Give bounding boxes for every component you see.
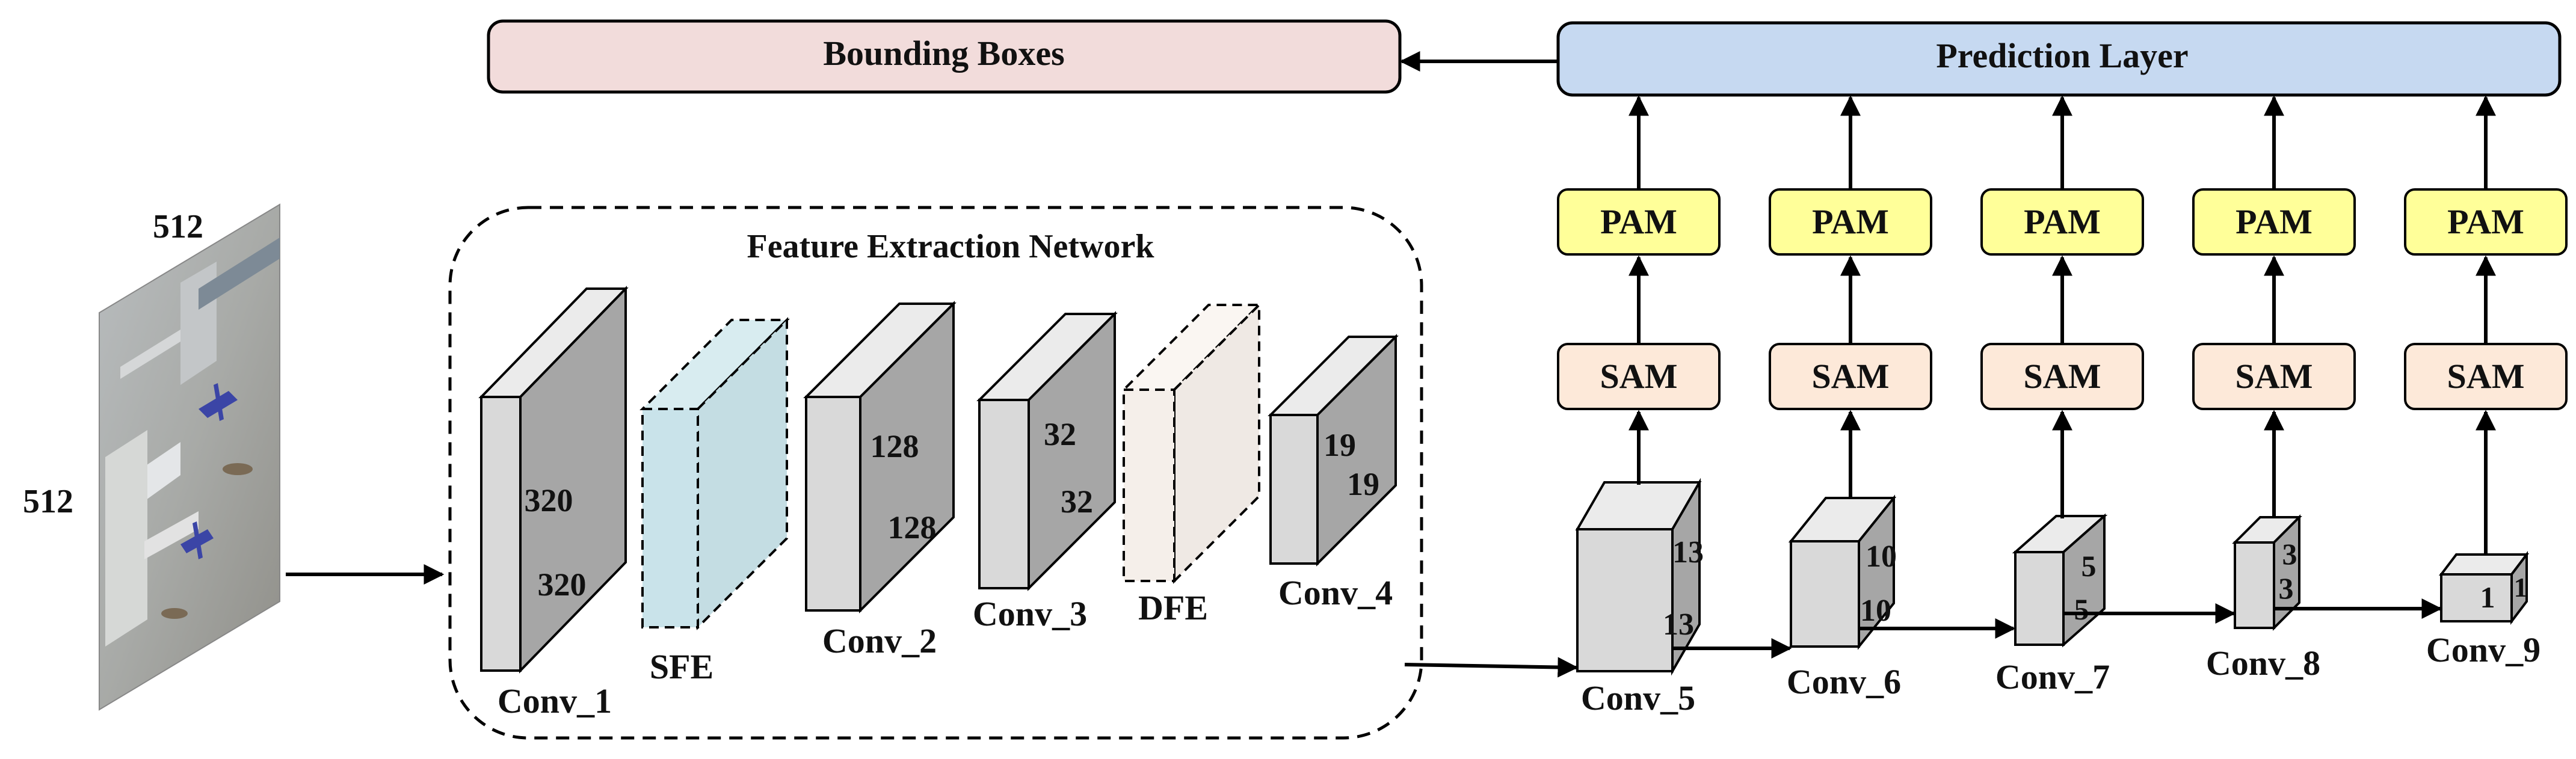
arrow-network-to-conv5 xyxy=(1404,657,1579,678)
sam-label-4: SAM xyxy=(2236,357,2313,396)
conv-1-dim-1: 320 xyxy=(525,482,573,518)
conv-8-dim-1: 3 xyxy=(2282,537,2297,571)
bounding-boxes-block: Bounding Boxes xyxy=(487,19,1402,94)
conv-6-dim-2: 10 xyxy=(1860,594,1891,628)
conv-5-dim-2: 13 xyxy=(1663,607,1694,642)
conv-8-label: Conv_8 xyxy=(2206,644,2320,683)
conv-1-label: Conv_1 xyxy=(498,681,612,721)
feature-extraction-network: Feature Extraction Network xyxy=(448,206,1423,740)
column-5: SAM PAM xyxy=(2404,95,2568,410)
prediction-layer-block: Prediction Layer xyxy=(1556,21,2562,97)
conv-7-block: 5 5 Conv_7 xyxy=(1995,410,2110,696)
conv-7-dim-1: 5 xyxy=(2081,549,2097,583)
conv-6-block: 10 10 Conv_6 xyxy=(1787,410,1901,701)
pam-label-2: PAM xyxy=(1812,202,1889,241)
bounding-boxes-label: Bounding Boxes xyxy=(823,34,1064,73)
pam-label-4: PAM xyxy=(2236,202,2313,241)
sam-label-2: SAM xyxy=(1812,357,1890,396)
conv-3-label: Conv_3 xyxy=(973,594,1087,633)
conv-7-dim-2: 5 xyxy=(2074,592,2089,626)
conv-1-dim-2: 320 xyxy=(538,567,587,603)
column-3: SAM PAM xyxy=(1980,95,2144,410)
conv-3-block: 32 32 Conv_3 xyxy=(973,311,1118,633)
conv-6-label: Conv_6 xyxy=(1787,662,1901,701)
conv-4-block: 19 19 Conv_4 xyxy=(1268,334,1399,612)
conv-1-block: 320 320 Conv_1 xyxy=(478,286,629,721)
conv-9-dim-2: 1 xyxy=(2514,572,2528,603)
input-image: 512 512 xyxy=(23,203,280,711)
conv-3-dim-1: 32 xyxy=(1044,416,1076,452)
prediction-layer-label: Prediction Layer xyxy=(1936,36,2188,75)
conv-2-label: Conv_2 xyxy=(822,621,937,660)
conv-9-dim-1: 1 xyxy=(2480,580,2495,614)
conv-4-dim-1: 19 xyxy=(1323,427,1356,463)
sam-label-5: SAM xyxy=(2447,357,2525,396)
conv-4-label: Conv_4 xyxy=(1278,573,1393,612)
conv-5-block: 13 13 Conv_5 xyxy=(1575,410,1704,718)
column-2: SAM PAM xyxy=(1769,95,1932,410)
conv-8-block: 3 3 Conv_8 xyxy=(2206,410,2320,683)
pam-label-5: PAM xyxy=(2447,202,2524,241)
conv-8-dim-2: 3 xyxy=(2279,571,2294,605)
conv-2-block: 128 128 Conv_2 xyxy=(803,301,957,660)
dfe-label: DFE xyxy=(1138,588,1208,627)
conv-2-dim-1: 128 xyxy=(870,428,919,464)
image-width-label: 512 xyxy=(153,208,203,245)
conv-9-block: 1 1 Conv_9 xyxy=(2426,410,2541,669)
column-4: SAM PAM xyxy=(2192,95,2356,410)
conv-3-dim-2: 32 xyxy=(1061,484,1093,520)
sfe-label: SFE xyxy=(650,647,713,686)
conv-5-label: Conv_5 xyxy=(1581,678,1695,718)
sam-label-1: SAM xyxy=(1600,357,1678,396)
conv-2-dim-2: 128 xyxy=(888,509,937,545)
conv-6-dim-1: 10 xyxy=(1866,539,1897,574)
conv-4-dim-2: 19 xyxy=(1347,466,1379,502)
feature-extraction-title: Feature Extraction Network xyxy=(747,228,1154,265)
image-height-label: 512 xyxy=(23,483,73,520)
pam-label-3: PAM xyxy=(2024,202,2101,241)
dfe-block: DFE xyxy=(1121,302,1262,627)
conv-7-label: Conv_7 xyxy=(1995,657,2110,696)
pam-label-1: PAM xyxy=(1600,202,1677,241)
sfe-block: SFE xyxy=(639,317,790,686)
column-1: SAM PAM xyxy=(1557,95,1721,410)
sam-label-3: SAM xyxy=(2024,357,2101,396)
conv-9-label: Conv_9 xyxy=(2426,630,2541,669)
conv-5-dim-1: 13 xyxy=(1672,535,1704,570)
